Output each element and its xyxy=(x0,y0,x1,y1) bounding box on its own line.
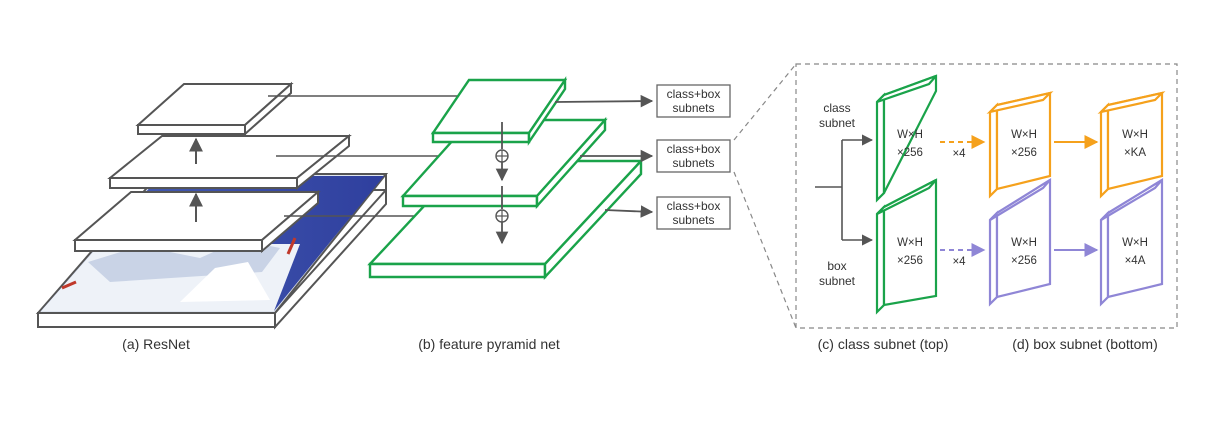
class-output-size: W×H xyxy=(1122,129,1148,141)
class-branch-label-line2: subnet xyxy=(819,116,856,130)
subnet-detail-panel xyxy=(795,63,1178,329)
class-feature-map-mid: W×H ×256 xyxy=(986,91,1054,199)
class-mid-size: W×H xyxy=(1011,129,1037,141)
caption-fpn: (b) feature pyramid net xyxy=(418,336,560,352)
box-first-size: W×H xyxy=(897,237,923,249)
class-feature-map-first: W×H ×256 xyxy=(875,74,938,203)
fpn-level-small xyxy=(430,76,568,146)
subnet-box-top-line1: class+box xyxy=(667,87,721,101)
box-repeat-label: ×4 xyxy=(952,256,966,268)
box-branch-label: box subnet xyxy=(819,259,856,288)
fpn-output-arrows xyxy=(554,94,654,218)
caption-resnet: (a) ResNet xyxy=(122,336,190,352)
subnet-box-middle-line1: class+box xyxy=(667,142,721,156)
zoom-connector-top xyxy=(733,63,797,141)
caption-class-subnet: (c) class subnet (top) xyxy=(818,336,949,352)
box-branch-label-line2: subnet xyxy=(819,274,856,288)
class-output-channels: ×KA xyxy=(1124,147,1146,159)
class-feature-map-output: W×H ×KA xyxy=(1097,91,1166,199)
box-output-size: W×H xyxy=(1122,237,1148,249)
box-branch-label-line1: box xyxy=(827,259,846,273)
fpn-stack xyxy=(367,76,644,281)
branch-split xyxy=(815,134,874,246)
box-mid-channels: ×256 xyxy=(1011,255,1037,267)
class-first-channels: ×256 xyxy=(897,147,923,159)
subnet-box-middle: class+box subnets xyxy=(656,139,731,173)
subnet-box-top: class+box subnets xyxy=(656,84,731,118)
subnet-box-top-line2: subnets xyxy=(672,101,714,115)
caption-box-subnet: (d) box subnet (bottom) xyxy=(1012,336,1158,352)
subnet-box-middle-line2: subnets xyxy=(672,156,714,170)
box-output-channels: ×4A xyxy=(1125,255,1146,267)
resnet-stack xyxy=(35,81,389,330)
box-first-channels: ×256 xyxy=(897,255,923,267)
class-first-size: W×H xyxy=(897,129,923,141)
box-mid-size: W×H xyxy=(1011,237,1037,249)
class-branch-label-line1: class xyxy=(823,101,850,115)
box-feature-map-first: W×H ×256 xyxy=(875,178,938,315)
subnet-box-bottom-line2: subnets xyxy=(672,213,714,227)
resnet-stage-small xyxy=(135,81,294,137)
class-branch-label: class subnet xyxy=(819,101,856,130)
box-feature-map-mid: W×H ×256 xyxy=(988,178,1052,307)
subnet-box-bottom: class+box subnets xyxy=(656,196,731,230)
resnet-stage-medium xyxy=(107,133,352,191)
box-feature-map-output: W×H ×4A xyxy=(1099,178,1164,307)
class-mid-channels: ×256 xyxy=(1011,147,1037,159)
subnet-box-bottom-line1: class+box xyxy=(667,199,721,213)
class-repeat-label: ×4 xyxy=(952,148,966,160)
zoom-connector-bottom xyxy=(733,171,797,329)
